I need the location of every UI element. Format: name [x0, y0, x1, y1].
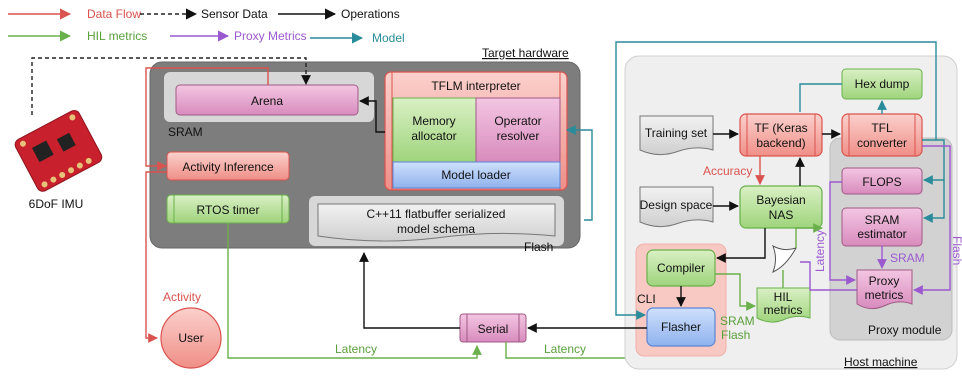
legend-proxy-metrics: Proxy Metrics [234, 29, 307, 43]
rtos-latency-edge [227, 223, 482, 359]
user-label: User [178, 331, 203, 345]
proxy-module-label: Proxy module [868, 323, 942, 337]
sensor-data-edge [31, 57, 311, 115]
proxy-to-gate-edge [800, 261, 857, 291]
arena-block [175, 84, 359, 116]
flasher-block [646, 307, 716, 347]
proxy-metrics-line1: Proxy [869, 274, 900, 288]
latency-label-left: Latency [335, 342, 377, 356]
legend-hil-metrics: HIL metrics [87, 29, 147, 43]
tf-keras-line2: backend) [756, 136, 805, 150]
activity-label: Activity [163, 290, 201, 304]
imu-sensor: 6DoF IMU [14, 109, 103, 211]
flatbuffer-line1: C++11 flatbuffer serialized [367, 207, 506, 221]
bayesian-line1: Bayesian [756, 193, 805, 207]
imu-board-icon [14, 109, 103, 192]
training-set-block [639, 115, 714, 156]
design-space-block [639, 186, 714, 228]
tfl-flash-to-proxy-edge [913, 145, 951, 295]
target-hardware: Target hardware SRAM Flash Arena TFLM in… [149, 46, 581, 254]
tf-keras-block [739, 113, 823, 157]
target-hardware-title: Target hardware [482, 46, 569, 60]
tfl-to-flops-edge [922, 139, 945, 185]
legend-data-flow: Data Flow [87, 7, 141, 21]
compiler-label: Compiler [657, 261, 705, 275]
design-space-label: Design space [640, 198, 713, 212]
latency-label-right: Latency [544, 342, 586, 356]
hex-dump-label: Hex dump [855, 77, 910, 91]
hil-flash-label: Flash [721, 328, 750, 342]
hil-metrics-block [756, 287, 811, 323]
flops-label: FLOPS [862, 175, 901, 189]
proxy-metrics-block [856, 269, 913, 310]
host-machine: Host machine Proxy module CLI Training s… [624, 55, 962, 370]
model-loader-label: Model loader [441, 168, 510, 182]
tf-keras-line1: TF (Keras [754, 121, 807, 135]
tfl-converter-line1: TFL [871, 121, 893, 135]
activity-inference-label: Activity Inference [182, 160, 274, 174]
rtos-timer-label: RTOS timer [197, 203, 260, 217]
arena-to-inference-edge [145, 67, 269, 171]
accuracy-label: Accuracy [703, 164, 752, 178]
tfl-converter-line2: converter [857, 136, 907, 150]
cli-label: CLI [637, 292, 656, 306]
flops-to-proxy-edge [829, 181, 856, 285]
operator-resolver-line1: Operator [494, 114, 541, 128]
flatbuffer-schema-block [317, 203, 556, 242]
proxy-sram-label: SRAM [890, 251, 925, 265]
legend-model: Model [372, 31, 405, 45]
bayesian-nas-block [739, 185, 823, 229]
activity-inference-block [166, 151, 290, 181]
legend: Data Flow Sensor Data Operations HIL met… [8, 7, 405, 45]
latency-vertical-label: Latency [813, 230, 827, 272]
hil-sram-label: SRAM [720, 314, 755, 328]
imu-label: 6DoF IMU [29, 197, 84, 211]
memory-allocator-block [392, 97, 477, 163]
tfl-to-sram-estimator-edge [923, 180, 945, 223]
serial-to-flash-edge [359, 252, 460, 329]
flash-vertical-label: Flash [950, 236, 962, 265]
operator-resolver-line2: resolver [497, 129, 540, 143]
tflm-label: TFLM interpreter [431, 79, 520, 93]
memory-allocator-line1: Memory [412, 114, 455, 128]
memory-allocator-line2: allocator [411, 129, 456, 143]
legend-sensor-data: Sensor Data [201, 7, 268, 21]
training-set-label: Training set [645, 126, 708, 140]
inference-to-user-edge [145, 171, 167, 343]
model-to-flasher-edge [615, 41, 937, 320]
proxy-metrics-line2: metrics [865, 288, 904, 302]
flash-label: Flash [524, 240, 553, 254]
hexdump-model-edge [799, 83, 842, 112]
hil-metrics-line1: HIL [774, 290, 793, 304]
bayesian-line2: NAS [769, 208, 794, 222]
serial-label: Serial [478, 322, 509, 336]
model-loader-block [392, 161, 561, 189]
legend-operations: Operations [341, 7, 400, 21]
host-machine-title: Host machine [844, 355, 918, 369]
sram-estimator-line1: SRAM [865, 213, 900, 227]
flasher-label: Flasher [661, 320, 701, 334]
nas-to-compiler-edge [716, 228, 766, 263]
compiler-to-hil-edge [715, 273, 756, 311]
flatbuffer-line2: model schema [397, 222, 475, 236]
hil-metrics-line2: metrics [764, 303, 803, 317]
sram-label: SRAM [168, 125, 203, 139]
arena-label: Arena [251, 94, 283, 108]
gate-to-nas-edge [795, 223, 823, 248]
flops-block [841, 167, 923, 195]
or-gate-icon [772, 244, 798, 273]
operator-resolver-block [475, 97, 561, 163]
sram-estimator-line2: estimator [857, 227, 906, 241]
flash-to-model-loader-edge [566, 125, 593, 221]
user-node [160, 307, 222, 369]
